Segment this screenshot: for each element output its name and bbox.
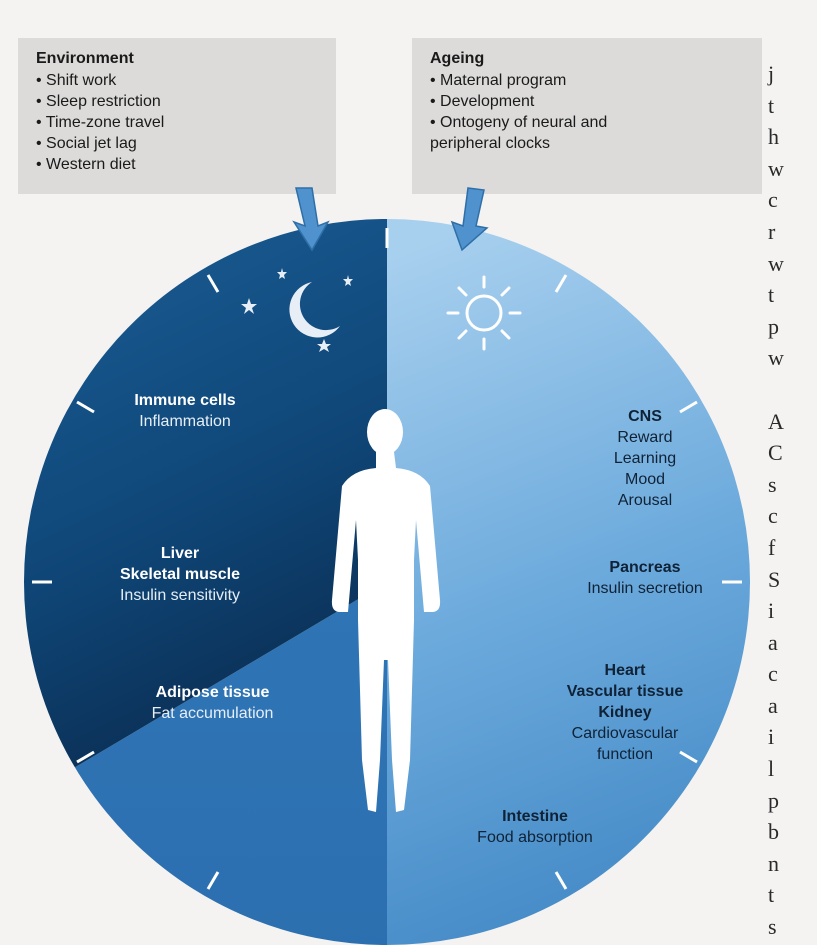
intestine-title: Intestine <box>450 806 620 827</box>
cardiovascular-line: Cardiovascular <box>540 723 710 744</box>
immune-cells-title: Immune cells <box>100 390 270 411</box>
cns-line: Learning <box>570 448 720 469</box>
insulin-sensitivity-sub: Insulin sensitivity <box>80 585 280 606</box>
cns-label: CNS Reward Learning Mood Arousal <box>570 406 720 511</box>
cns-title: CNS <box>570 406 720 427</box>
liver-label: Liver Skeletal muscle Insulin sensitivit… <box>80 543 280 606</box>
immune-cells-sub: Inflammation <box>100 411 270 432</box>
skeletal-muscle-title: Skeletal muscle <box>80 564 280 585</box>
intestine-label: Intestine Food absorption <box>450 806 620 848</box>
adipose-label: Adipose tissue Fat accumulation <box>120 682 305 724</box>
kidney-title: Kidney <box>540 702 710 723</box>
pancreas-sub: Insulin secretion <box>560 578 730 599</box>
intestine-sub: Food absorption <box>450 827 620 848</box>
pancreas-title: Pancreas <box>560 557 730 578</box>
cns-line: Arousal <box>570 490 720 511</box>
vascular-tissue-title: Vascular tissue <box>540 681 710 702</box>
liver-title: Liver <box>80 543 280 564</box>
heart-title: Heart <box>540 660 710 681</box>
cns-line: Mood <box>570 469 720 490</box>
adipose-title: Adipose tissue <box>120 682 305 703</box>
cns-line: Reward <box>570 427 720 448</box>
pancreas-label: Pancreas Insulin secretion <box>560 557 730 599</box>
function-line: function <box>540 744 710 765</box>
heart-label: Heart Vascular tissue Kidney Cardiovascu… <box>540 660 710 765</box>
adipose-sub: Fat accumulation <box>120 703 305 724</box>
immune-cells-label: Immune cells Inflammation <box>100 390 270 432</box>
